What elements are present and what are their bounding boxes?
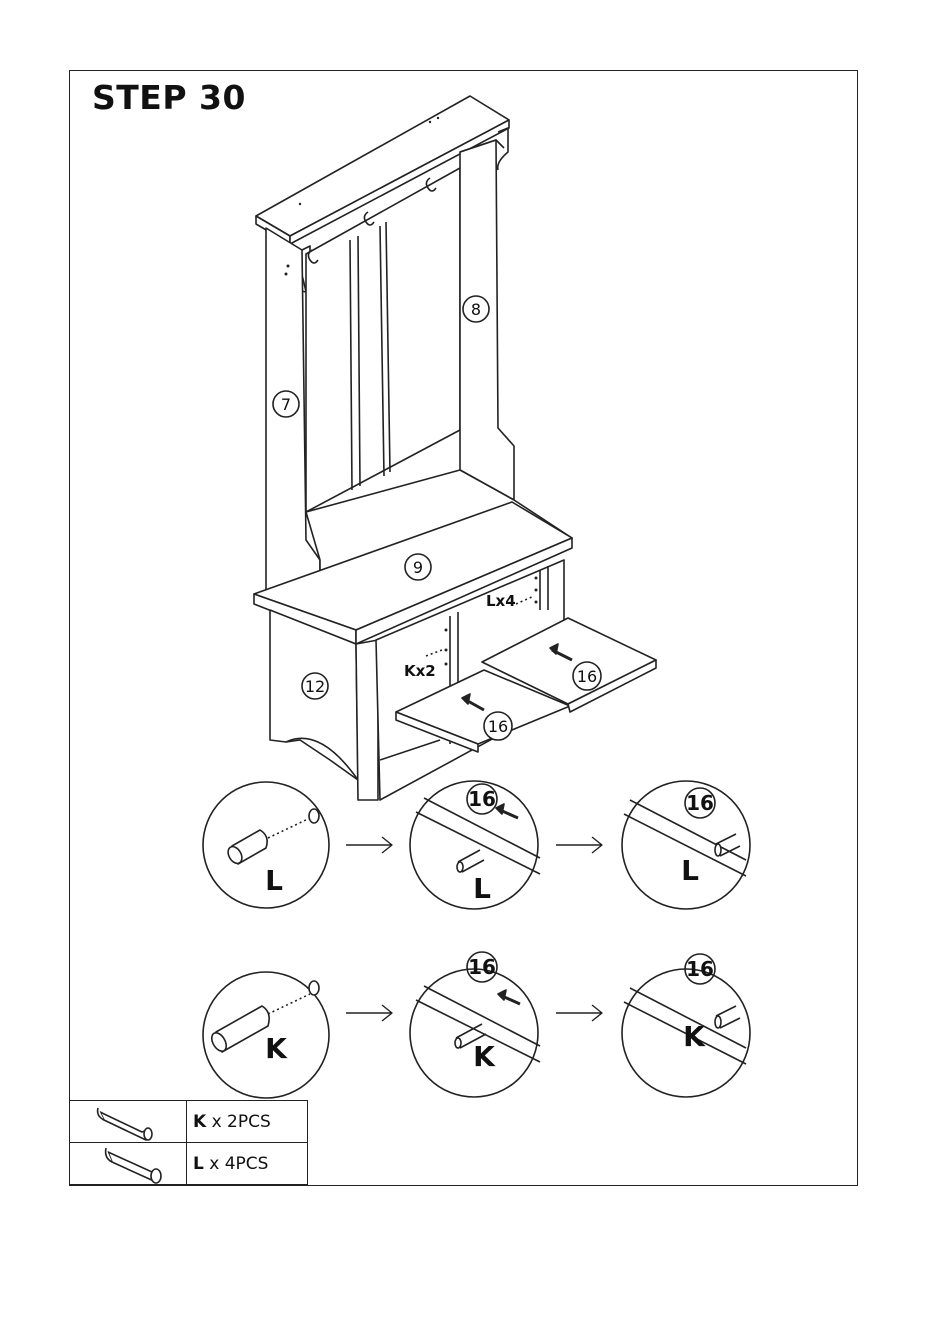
- callout-12: 12: [305, 677, 325, 696]
- detail-letter-k-2: K: [473, 1040, 496, 1073]
- callout-kx2: Kx2: [404, 662, 436, 680]
- parts-label-cell: L x 4PCS: [187, 1143, 308, 1185]
- detail-panel-16-d: 16: [686, 957, 714, 981]
- callout-8: 8: [471, 300, 481, 319]
- parts-list-table: K x 2PCS L x 4PCS: [69, 1100, 308, 1185]
- detail-letter-l-2: L: [473, 872, 491, 905]
- detail-panel-16-b: 16: [686, 791, 714, 815]
- parts-letter: L: [193, 1154, 204, 1174]
- parts-row-k: K x 2PCS: [70, 1101, 308, 1143]
- parts-label-cell: K x 2PCS: [187, 1101, 308, 1143]
- detail-letter-k-1: K: [265, 1032, 288, 1065]
- callout-9: 9: [413, 558, 423, 577]
- parts-row-l: L x 4PCS: [70, 1143, 308, 1185]
- detail-panel-16-a: 16: [468, 787, 496, 811]
- detail-panel-16-c: 16: [468, 955, 496, 979]
- detail-letter-l-1: L: [265, 864, 283, 897]
- detail-letter-k-3: K: [683, 1020, 706, 1053]
- parts-icon-cell: [70, 1101, 187, 1143]
- callout-lx4: Lx4: [486, 592, 516, 610]
- parts-qty: x 4PCS: [204, 1154, 269, 1174]
- callout-16-front: 16: [488, 717, 508, 736]
- callout-16-back: 16: [577, 667, 597, 686]
- parts-qty: x 2PCS: [206, 1112, 271, 1132]
- callout-7: 7: [281, 395, 291, 414]
- detail-letter-l-3: L: [681, 854, 699, 887]
- parts-icon-cell: [70, 1143, 187, 1185]
- parts-letter: K: [193, 1112, 206, 1132]
